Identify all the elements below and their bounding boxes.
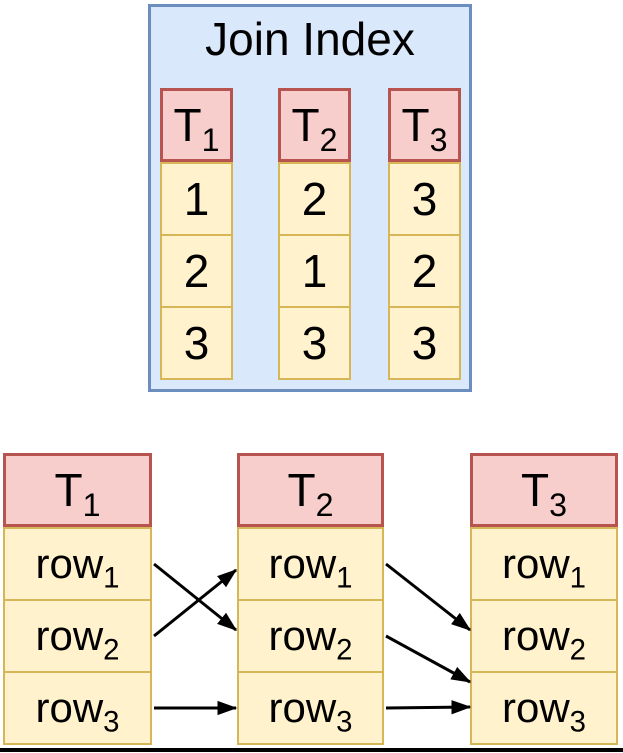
- table-t2-header: T2: [237, 453, 384, 527]
- index-cell-t1-3: 3: [160, 306, 233, 380]
- join-index-column-t1: T1 1 2 3: [160, 88, 233, 380]
- table-t2: T2 row1 row2 row3: [237, 453, 384, 745]
- table-t3-row1: row1: [470, 527, 618, 601]
- index-cell-t2-3: 3: [278, 306, 351, 380]
- table-t1-row2: row2: [3, 599, 152, 673]
- table-t2-label: T2: [287, 464, 334, 524]
- table-t1: T1 row1 row2 row3: [3, 453, 152, 745]
- table-t3-header: T3: [470, 453, 618, 527]
- bottom-border-line: [0, 748, 623, 752]
- join-index-header-t1: T1: [160, 88, 233, 162]
- index-cell-t2-2: 1: [278, 234, 351, 308]
- arrow-T2row3-to-T3row3: [385, 700, 472, 715]
- header-label-t3: T3: [401, 99, 448, 159]
- index-cell-t3-1: 3: [388, 162, 461, 236]
- arrow-T2row2-to-T3row3: [385, 634, 472, 684]
- table-t2-row1: row1: [237, 527, 384, 601]
- table-t1-header: T1: [3, 453, 152, 527]
- index-cell-t1-1: 1: [160, 162, 233, 236]
- table-t1-label: T1: [54, 464, 101, 524]
- table-t3-row3: row3: [470, 671, 618, 745]
- join-index-column-t2: T2 2 1 3: [278, 88, 351, 380]
- table-t3-row2: row2: [470, 599, 618, 673]
- table-t1-row1: row1: [3, 527, 152, 601]
- header-label-t1: T1: [173, 99, 220, 159]
- table-t1-row3: row3: [3, 671, 152, 745]
- join-index-header-t2: T2: [278, 88, 351, 162]
- join-index-title: Join Index: [205, 13, 415, 65]
- table-t3: T3 row1 row2 row3: [470, 453, 618, 745]
- index-cell-t1-2: 2: [160, 234, 233, 308]
- index-cell-t3-2: 2: [388, 234, 461, 308]
- arrow-T1row2-to-T2row1: [153, 568, 238, 638]
- table-t2-row2: row2: [237, 599, 384, 673]
- arrow-T1row1-to-T2row2: [153, 562, 238, 632]
- table-t3-label: T3: [520, 464, 567, 524]
- index-cell-t3-3: 3: [388, 306, 461, 380]
- index-cell-t2-1: 2: [278, 162, 351, 236]
- join-index-column-t3: T3 3 2 3: [388, 88, 461, 380]
- join-index-header-t3: T3: [388, 88, 461, 162]
- header-label-t2: T2: [291, 99, 338, 159]
- arrow-T2row1-to-T3row2: [385, 562, 472, 632]
- table-t2-row3: row3: [237, 671, 384, 745]
